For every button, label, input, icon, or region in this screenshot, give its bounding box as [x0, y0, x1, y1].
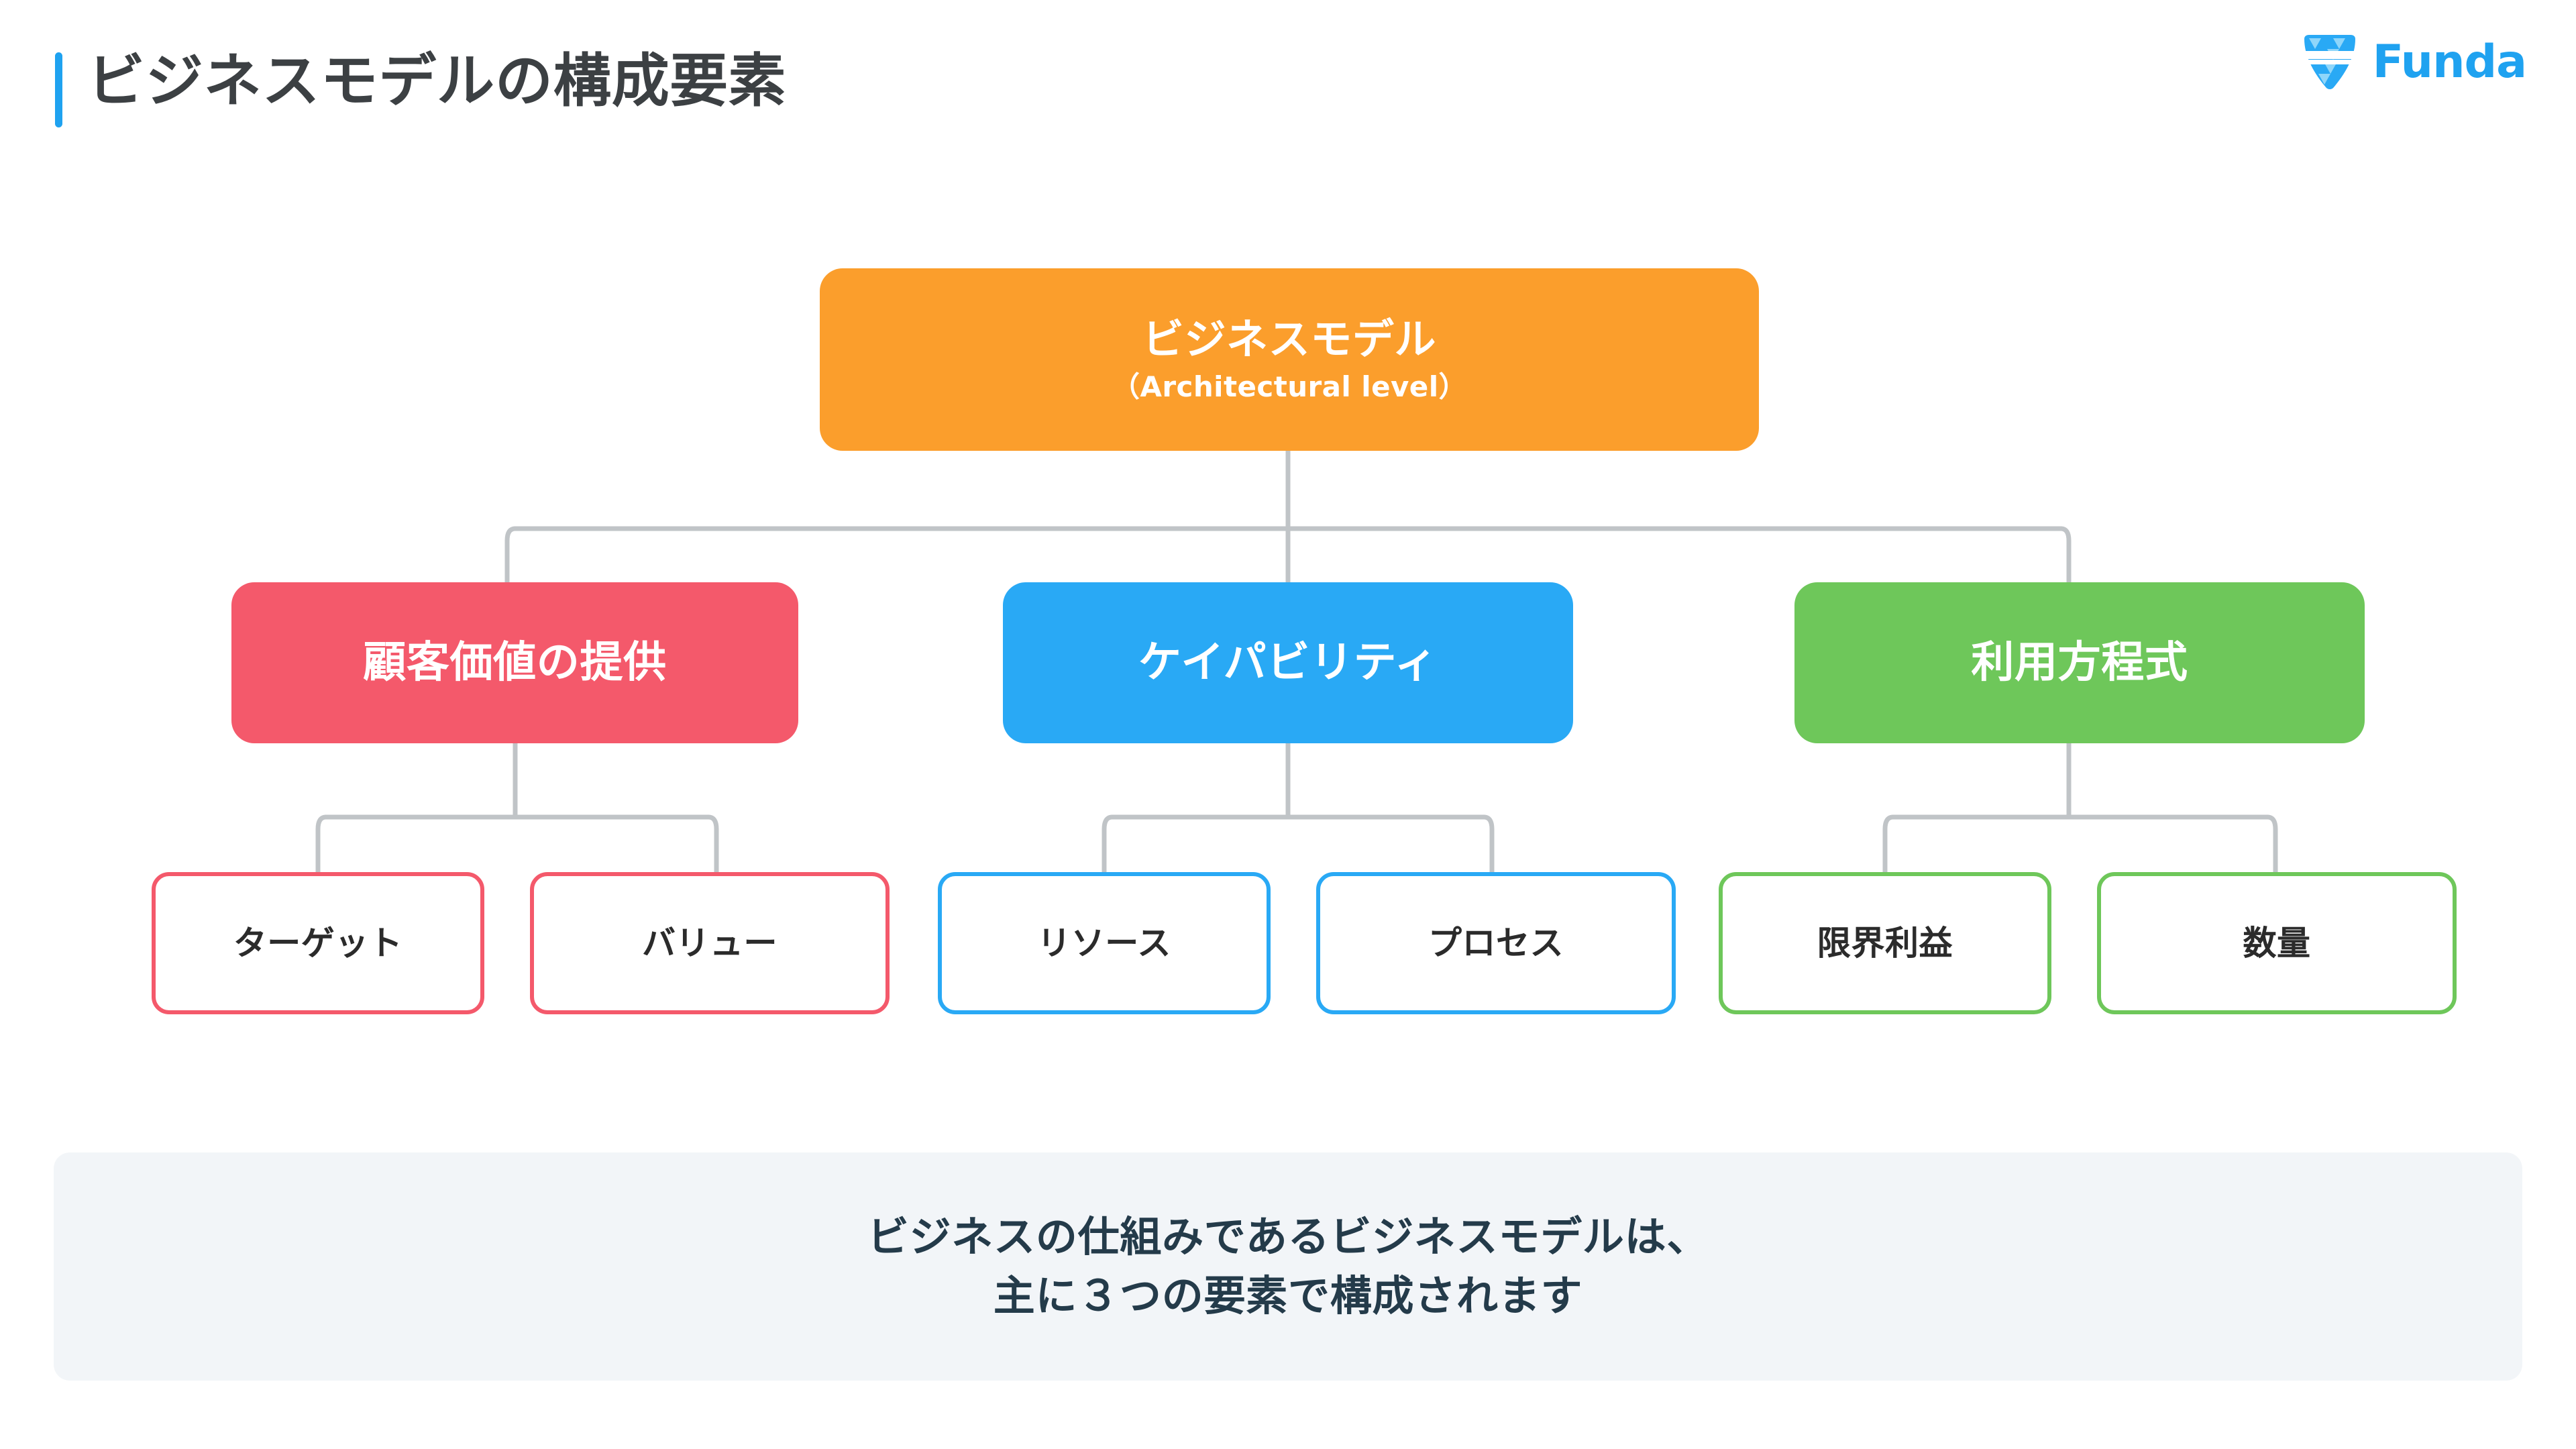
page-header: ビジネスモデルの構成要素 Funda: [0, 0, 2576, 174]
org-chart-diagram: ビジネスモデル （Architectural level） 顧客価値の提供 ター…: [152, 268, 2457, 1014]
node-leaf-quantity[interactable]: 数量: [2097, 872, 2457, 1014]
node-leaf-label: バリュー: [642, 924, 777, 963]
node-leaf-label: リソース: [1037, 924, 1171, 963]
title-accent-bar: [55, 52, 62, 127]
node-leaf-label: ターゲット: [233, 924, 403, 963]
node-root-sublabel: （Architectural level）: [1112, 370, 1467, 403]
caption-line-2: 主に３つの要素で構成されます: [993, 1271, 1583, 1320]
funda-diamond-icon: [2304, 35, 2355, 89]
node-leaf-target[interactable]: ターゲット: [152, 872, 484, 1014]
node-leaf-process[interactable]: プロセス: [1316, 872, 1676, 1014]
node-root-label: ビジネスモデル: [1142, 314, 1437, 364]
node-branch-label: 顧客価値の提供: [363, 637, 667, 688]
node-branch-label: 利用方程式: [1971, 637, 2188, 688]
node-leaf-label: 限界利益: [1817, 924, 1953, 963]
brand-logo-text: Funda: [2372, 36, 2527, 89]
caption-line-1: ビジネスの仕組みであるビジネスモデルは、: [867, 1212, 1709, 1261]
page-title: ビジネスモデルの構成要素: [87, 48, 787, 115]
node-leaf-resource[interactable]: リソース: [938, 872, 1271, 1014]
node-leaf-label: 数量: [2243, 924, 2311, 963]
node-leaf-label: プロセス: [1428, 924, 1564, 963]
summary-caption-panel: ビジネスの仕組みであるビジネスモデルは、 主に３つの要素で構成されます: [54, 1152, 2522, 1381]
node-leaf-value[interactable]: バリュー: [530, 872, 890, 1014]
brand-logo: Funda: [2299, 32, 2527, 93]
node-branch-customer-value[interactable]: 顧客価値の提供: [231, 582, 798, 743]
node-leaf-marginal-profit[interactable]: 限界利益: [1719, 872, 2051, 1014]
node-branch-profit-equation[interactable]: 利用方程式: [1794, 582, 2365, 743]
node-branch-capability[interactable]: ケイパビリティ: [1003, 582, 1573, 743]
node-branch-label: ケイパビリティ: [1138, 637, 1438, 688]
node-business-model-root[interactable]: ビジネスモデル （Architectural level）: [820, 268, 1759, 451]
